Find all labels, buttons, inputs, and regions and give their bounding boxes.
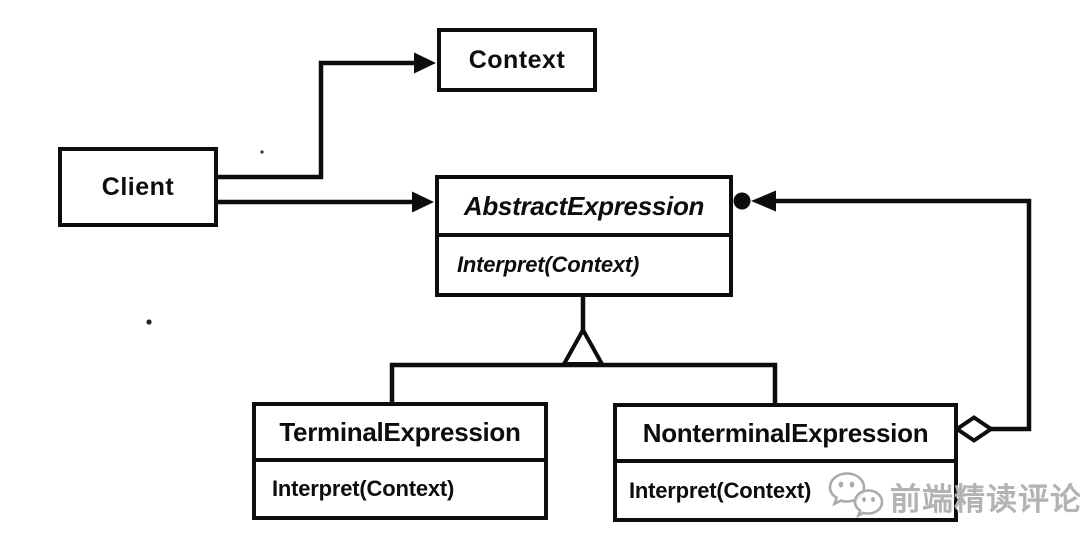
client-context-arrowhead-icon [414,52,436,74]
class-name-label: Context [468,45,566,74]
scan-speck [146,319,152,325]
class-name-label: TerminalExpression [256,406,544,462]
client-context-line [218,60,418,180]
class-box-client: Client [58,147,218,227]
multiplicity-many-dot-icon [733,192,751,210]
scan-speck [260,150,264,154]
inheritance-crossbar-line [389,362,778,404]
class-name-label: Client [101,172,175,201]
inheritance-triangle-icon [560,325,606,366]
class-box-terminal-expression: TerminalExpression Interpret(Context) [252,402,548,520]
aggregation-diamond-icon [953,415,995,443]
class-box-abstract-expression: AbstractExpression Interpret(Context) [435,175,733,297]
class-name-label: NonterminalExpression [617,407,954,463]
class-box-nonterminal-expression: NonterminalExpression Interpret(Context) [613,403,958,522]
aggregation-loop-line [776,198,1032,432]
class-method-label: Interpret(Context) [272,476,455,501]
aggregation-arrowhead-icon [751,190,776,212]
class-method-label: Interpret(Context) [457,252,640,277]
class-method-label: Interpret(Context) [629,477,812,503]
class-name-label: AbstractExpression [439,179,729,237]
client-abstract-arrowhead-icon [412,191,434,213]
class-box-context: Context [437,28,597,92]
